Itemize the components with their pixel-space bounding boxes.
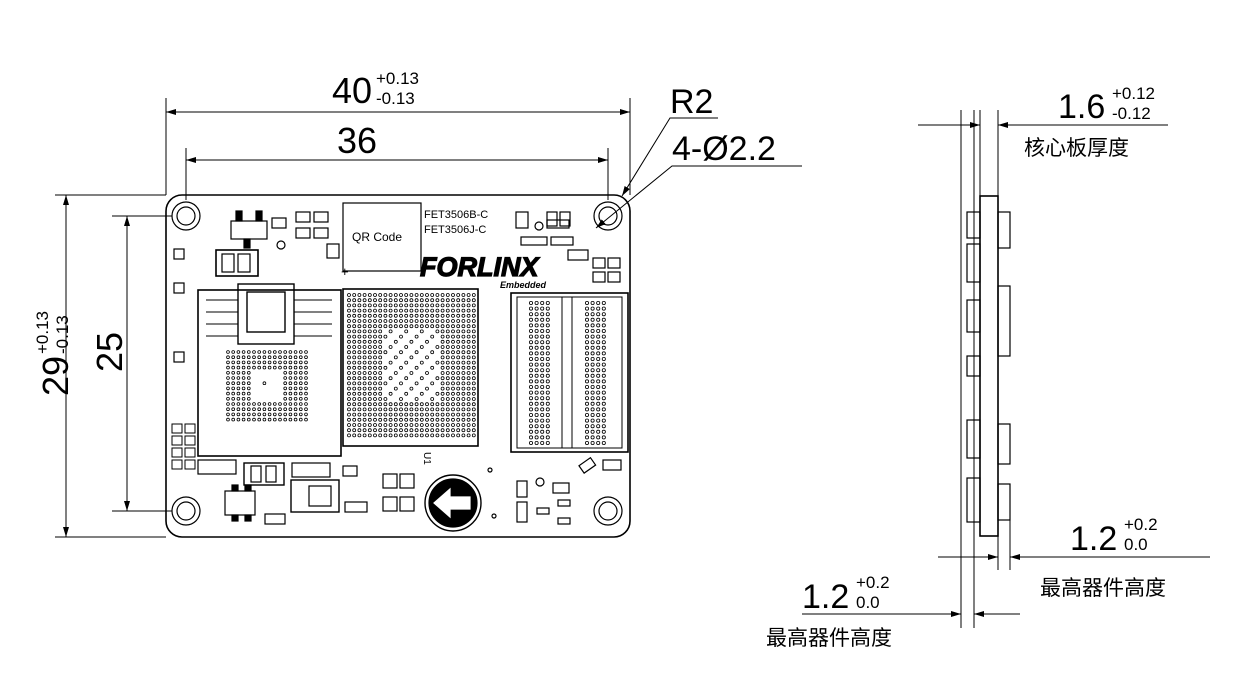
mounting-hole-br — [593, 496, 623, 526]
orientation-circle — [424, 474, 482, 532]
center-soc — [342, 288, 479, 447]
dim-bottom-height-tol-minus: 0.0 — [856, 593, 880, 612]
left-ic — [197, 289, 342, 457]
dim-top-height-tol-plus: +0.2 — [1124, 515, 1158, 534]
model-label-2: FET3506J-C — [424, 224, 486, 236]
brand-sub: Embedded — [500, 280, 547, 290]
mounting-hole-tl — [171, 201, 201, 231]
mounting-hole-tr — [593, 201, 623, 231]
extension-lines — [55, 98, 631, 538]
dim-overall-width: 40 — [332, 70, 372, 111]
side-components-right — [997, 211, 1011, 521]
bottom-height-label: 最高器件高度 — [766, 626, 892, 650]
side-view-text: 1.6 +0.12 -0.12 核心板厚度 1.2 +0.2 0.0 最高器件高… — [766, 84, 1166, 650]
board-outline — [165, 194, 631, 538]
dim-overall-width-tol-plus: +0.13 — [376, 69, 419, 88]
dim-overall-height-tol-plus: +0.13 — [33, 311, 52, 354]
right-ic-bga — [529, 300, 606, 445]
top-view-text: 40 +0.13 -0.13 36 29 +0.13 -0.13 25 R2 4… — [33, 69, 776, 465]
qr-label: QR Code — [352, 230, 402, 244]
dim-bottom-height-tol-plus: +0.2 — [856, 573, 890, 592]
dim-corner-radius: R2 — [670, 83, 713, 121]
side-view — [802, 110, 1210, 628]
mounting-hole-bl — [171, 496, 201, 526]
left-ic-bga — [226, 350, 308, 422]
dim-thickness-tol-minus: -0.12 — [1112, 104, 1151, 123]
side-board — [979, 195, 999, 537]
leader-holes — [595, 165, 802, 229]
dim-overall-height-tol-minus: -0.13 — [53, 315, 72, 354]
chip-label: U1 — [421, 452, 432, 465]
leader-r2 — [621, 117, 718, 197]
dim-top-height: 1.2 — [1070, 520, 1117, 558]
right-ic — [510, 292, 629, 453]
brand-logo: FORLINX — [420, 252, 540, 282]
dim-overall-width-tol-minus: -0.13 — [376, 89, 415, 108]
dim-pitch-height: 25 — [89, 332, 130, 372]
top-view — [55, 98, 802, 538]
dim-thickness-tol-plus: +0.12 — [1112, 84, 1155, 103]
dim-bottom-height: 1.2 — [802, 578, 849, 616]
top-height-label: 最高器件高度 — [1040, 576, 1166, 600]
center-soc-bga — [347, 293, 476, 438]
plus-mark: + — [341, 264, 349, 279]
dim-holes: 4-Ø2.2 — [672, 130, 776, 168]
qr-code-box — [342, 202, 422, 272]
dim-pitch-width: 36 — [337, 120, 377, 161]
dim-top-height-tol-minus: 0.0 — [1124, 535, 1148, 554]
model-label-1: FET3506B-C — [424, 209, 488, 221]
dim-overall-height: 29 — [35, 356, 76, 396]
dim-thickness: 1.6 — [1058, 88, 1105, 126]
thickness-label: 核心板厚度 — [1024, 136, 1129, 160]
